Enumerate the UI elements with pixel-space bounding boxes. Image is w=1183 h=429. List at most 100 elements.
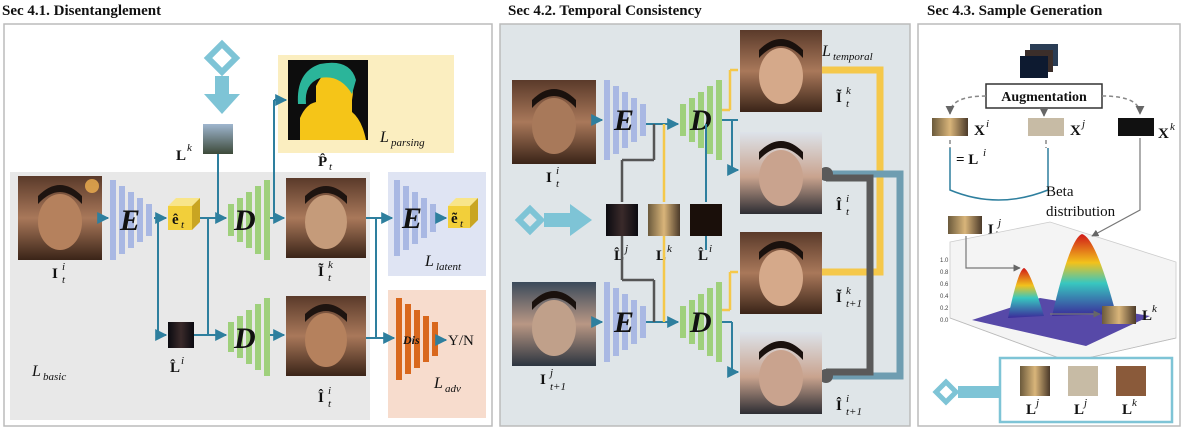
lk-sup: k [1152, 303, 1158, 315]
latent2-label: ẽ [451, 211, 458, 227]
lj-label: L [988, 222, 998, 238]
xj-thumbnail [1028, 118, 1064, 136]
xk-sup: k [1170, 121, 1176, 133]
relit-label-sub: t [328, 272, 332, 284]
environment-map-stack [1020, 44, 1058, 78]
adv-loss-sub: adv [445, 383, 461, 395]
out3-sub: t+1 [846, 298, 862, 310]
parsing-map-image [288, 60, 368, 140]
out1-sub: t [846, 98, 850, 110]
lj-thumbnail [948, 216, 982, 234]
out3-label: Ĩ [836, 288, 842, 306]
latent-encoder-label: E [401, 202, 422, 235]
temporal-decoder-top-label: D [689, 104, 712, 137]
yn-label: Y/N [448, 333, 474, 349]
temporal-input-top-image [512, 80, 596, 164]
sample-3-sup: k [1132, 397, 1138, 409]
decoder-block-2 [228, 298, 270, 376]
temporal-input-arrow-icon [514, 204, 592, 236]
augmentation-label: Augmentation [1001, 90, 1087, 105]
latent-loss-label: L [424, 253, 434, 270]
xj-sup: j [1080, 118, 1085, 130]
temporal-output-4-image [740, 332, 822, 414]
section-title-temporal: Sec 4.2. Temporal Consistency [508, 3, 702, 19]
plot-ytick-5: 0.2 [940, 306, 949, 312]
section-title-disentanglement: Sec 4.1. Disentanglement [2, 3, 161, 19]
sample-3-label: L [1122, 402, 1132, 418]
est-light-label-sup: i [181, 355, 184, 367]
beta-curve [949, 148, 1049, 201]
augmentation-arrows [945, 95, 1145, 117]
relit-label: Ĩ [318, 262, 324, 280]
recon-label: Î [318, 389, 324, 406]
sample-1-sup: j [1034, 397, 1039, 409]
input-label: I [52, 266, 58, 282]
sample-2-label: L [1074, 402, 1084, 418]
xk-label: X [1158, 126, 1169, 142]
temporal-in-top-sub: t [556, 178, 560, 190]
temporal-loss-sub: temporal [833, 51, 873, 63]
plot-ytick-4: 0.4 [940, 294, 949, 300]
sample-3-thumbnail [1116, 366, 1146, 396]
beta-label-1: Beta [1046, 184, 1074, 200]
sample-2-thumbnail [1068, 366, 1098, 396]
discriminator-label: Dis [402, 333, 420, 347]
basic-loss-label: L [31, 363, 41, 380]
xi-label: X [974, 123, 985, 139]
light-k-thumbnail [648, 204, 680, 236]
plot-pointer-arrows [965, 138, 1141, 318]
section-title-generation: Sec 4.3. Sample Generation [927, 3, 1103, 19]
latent-label-sub: t [181, 219, 185, 231]
latent-encoder-block [394, 180, 436, 256]
light-j-sup: j [623, 243, 628, 255]
target-light-label: L [176, 148, 186, 164]
input-flow-arrow-icon [203, 39, 241, 114]
temporal-output-3-image [740, 232, 822, 314]
relit-label-sup: k [328, 259, 334, 271]
output-arrow-icon [932, 378, 1000, 406]
temporal-in-bot-sub: t+1 [550, 381, 566, 393]
input-label-sub: t [62, 274, 66, 286]
target-light-thumbnail [203, 124, 233, 154]
temporal-decoder-bottom-label: D [689, 306, 712, 339]
eq-li-label: = L [956, 152, 978, 168]
out1-sup: k [846, 85, 852, 97]
parsing-label: P̂ [318, 153, 327, 170]
latent-cube-2 [448, 198, 478, 228]
temporal-arrows-dark [620, 124, 656, 322]
recon-face-image [286, 296, 366, 376]
discriminator-block [396, 298, 438, 380]
sample-1-label: L [1026, 402, 1036, 418]
temporal-in-top-sup: i [556, 165, 559, 177]
temporal-in-bot-label: I [540, 372, 546, 388]
est-light-label: L̂ [170, 359, 180, 376]
temporal-encoder-top [604, 80, 646, 160]
sample-1-thumbnail [1020, 366, 1050, 396]
light-i-thumbnail [690, 204, 722, 236]
light-i-sup: i [709, 243, 712, 255]
xi-sup: i [986, 118, 989, 130]
temporal-arrows-blue [591, 114, 740, 378]
adv-loss-label: L [433, 375, 443, 392]
parsing-loss-label: L [379, 129, 389, 146]
plot-ytick-1: 1.0 [940, 258, 949, 264]
light-k-sup: k [667, 243, 673, 255]
sample-2-sup: j [1082, 397, 1087, 409]
beta-inputs [949, 140, 1047, 148]
temporal-loss-label: L [821, 43, 831, 60]
parsing-label-sub: t [329, 161, 333, 173]
out4-sub: t+1 [846, 406, 862, 418]
latent-loss-sub: latent [436, 261, 462, 273]
latent-cube [168, 198, 200, 230]
temporal-encoder-top-label: E [613, 104, 634, 137]
decoder-block [228, 180, 270, 260]
parsing-loss-sub: parsing [390, 137, 425, 149]
latent2-label-sub: t [460, 218, 464, 230]
xi-thumbnail [932, 118, 968, 136]
temporal-input-bottom-image [512, 282, 596, 366]
relit-face-image [286, 178, 366, 258]
light-k-label: L [656, 248, 666, 264]
lj-sup: j [996, 217, 1001, 229]
decoder-label: D [233, 204, 256, 237]
temporal-encoder-bottom [604, 282, 646, 362]
